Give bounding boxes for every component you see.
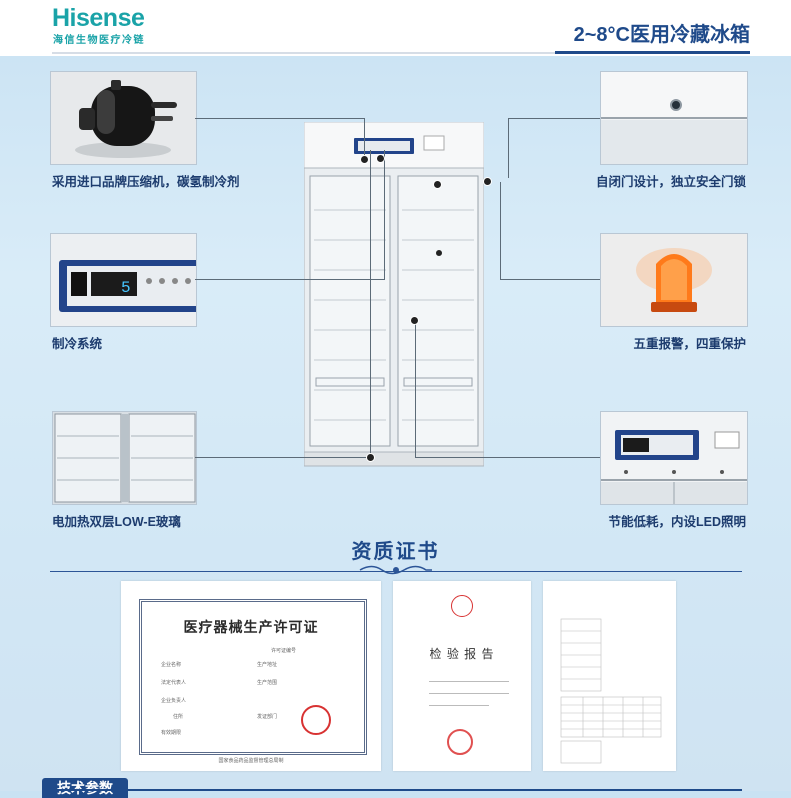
leader-line-lock [508, 118, 600, 119]
leader-line-alarm-v [500, 182, 501, 280]
fridge-image [303, 121, 485, 468]
certificates-title: 资质证书 [351, 541, 440, 563]
report-line [429, 693, 509, 694]
alarm-light-image [600, 233, 748, 327]
header-divider-accent [555, 51, 750, 54]
license-field: 企业负责人 [161, 698, 187, 704]
data-table-graphic [560, 618, 662, 764]
marker-dot-lock [433, 180, 442, 189]
marker-dot-control [376, 154, 385, 163]
inspection-report: 检 验 报 告 [393, 581, 531, 771]
feature-glass-caption: 电加热双层LOW-E玻璃 [52, 515, 181, 529]
feature-door-caption: 自闭门设计，独立安全门锁 [595, 175, 746, 189]
leader-line-control [195, 279, 385, 280]
license-field: 企业名称 [161, 662, 182, 668]
section-ornament-icon [358, 563, 434, 577]
report-line [429, 681, 509, 682]
license-certificate: 医疗器械生产许可证 许可证编号 企业名称 生产地址 法定代表人 生产范围 企业负… [121, 581, 381, 771]
leader-line-compressor [195, 118, 365, 119]
marker-dot-compressor [360, 155, 369, 164]
marker-dot-led [410, 316, 419, 325]
brand-logo: Hisense [52, 4, 145, 32]
license-field: 发证部门 [257, 714, 278, 720]
license-seal-icon [301, 705, 331, 735]
feature-led-caption: 节能低耗，内设LED照明 [608, 515, 746, 529]
leader-line-control-v [384, 150, 385, 280]
tech-params-tab[interactable]: 技术参数 [42, 778, 128, 798]
leader-line-glass-v [370, 150, 371, 458]
license-field: 生产地址 [257, 662, 278, 668]
license-field: 住所 [173, 714, 184, 720]
report-seal-icon [447, 729, 473, 755]
compressor-image [50, 71, 197, 165]
leader-line-led [415, 457, 600, 458]
report-logo-icon [451, 595, 473, 617]
glass-door-image [52, 411, 197, 505]
license-title: 医疗器械生产许可证 [183, 619, 319, 635]
license-field: 有效期限 [161, 730, 182, 736]
tech-params-label: 技术参数 [57, 780, 113, 796]
leader-line-led-v [415, 320, 416, 458]
license-field: 生产范围 [257, 680, 278, 686]
control-panel-image: 5 [50, 233, 197, 327]
test-data-sheet [543, 581, 676, 771]
license-field: 法定代表人 [161, 680, 187, 686]
marker-dot-alarm [483, 177, 492, 186]
license-field: 许可证编号 [271, 648, 297, 654]
bottom-divider [42, 789, 742, 791]
leader-line-alarm [500, 279, 600, 280]
license-footer: 国家食品药品监督管理总局制 [218, 758, 284, 764]
report-line [429, 705, 489, 706]
feature-compressor-caption: 采用进口品牌压缩机，碳氢制冷剂 [52, 175, 240, 189]
report-title: 检 验 报 告 [429, 647, 495, 661]
marker-dot-glass [366, 453, 375, 462]
leader-line-glass [195, 457, 370, 458]
leader-line-lock-v [508, 118, 509, 178]
leader-line-compressor-v [364, 118, 365, 158]
page-title: 2~8°C医用冷藏冰箱 [573, 24, 750, 46]
brand-subtitle: 海信生物医疗冷链 [53, 35, 145, 46]
feature-alarm-caption: 五重报警，四重保护 [633, 337, 746, 351]
led-panel-image [600, 411, 748, 505]
header-bar [0, 0, 791, 56]
license-border [139, 599, 367, 755]
feature-refrigeration-caption: 制冷系统 [52, 337, 103, 351]
display-digit: 5 [121, 279, 131, 297]
header-divider [52, 52, 747, 54]
door-lock-image [600, 71, 748, 165]
